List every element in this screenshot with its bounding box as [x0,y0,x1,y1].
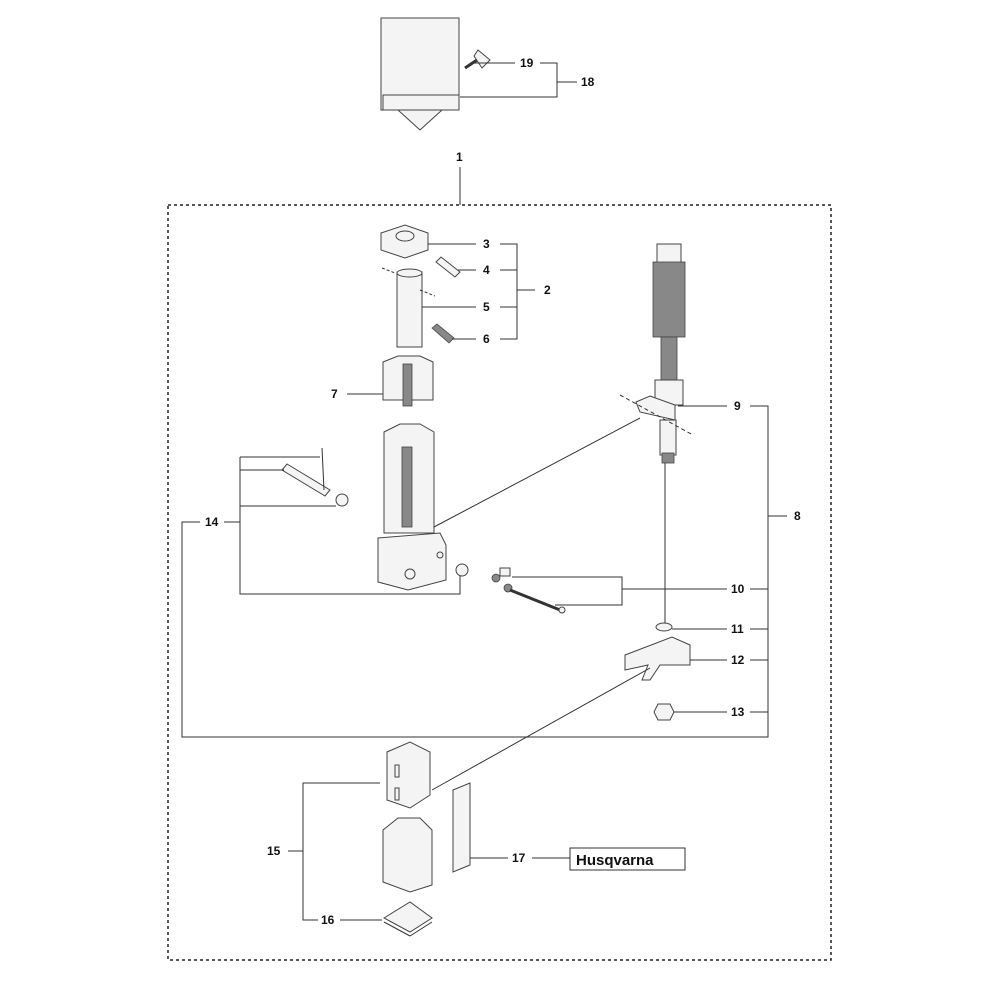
part-7-nut-block [382,355,434,407]
leader-lines [181,62,787,921]
part-18-cover [380,17,460,131]
assembly-boundary [167,204,832,961]
part-15-foot-tube [382,741,433,893]
part-6-set-screw [431,323,455,344]
part-19-thumb-screw [464,49,491,70]
column-tube [377,423,447,591]
part-10-bolt-set [491,567,566,614]
callout-19: 19 [520,56,534,70]
part-12-fork [624,636,691,681]
decal-text: Husqvarna [576,852,654,869]
callout-3: 3 [483,237,490,251]
part-5-sleeve [381,267,436,348]
callout-1: 1 [456,150,463,164]
callout-7: 7 [331,387,338,401]
callout-14: 14 [205,515,219,529]
part-11-washer [655,622,673,632]
callout-labels: 19 18 1 3 4 2 5 6 7 9 8 14 10 11 12 13 1… [205,56,801,927]
callout-6: 6 [483,332,490,346]
callout-16: 16 [321,913,335,927]
part-4-pin [435,256,461,278]
callout-17: 17 [512,851,526,865]
callout-8: 8 [794,509,801,523]
callout-5: 5 [483,300,490,314]
callout-4: 4 [483,263,490,277]
part-16-end-cap [382,901,433,937]
part-13-nut [653,703,675,721]
callout-2: 2 [544,283,551,297]
callout-15: 15 [267,844,281,858]
callout-12: 12 [731,653,745,667]
callout-18: 18 [581,75,595,89]
callout-11: 11 [731,622,744,636]
callout-9: 9 [734,399,741,413]
part-9-lead-screw [619,243,694,464]
callout-13: 13 [731,705,745,719]
part-17-decal [452,782,471,873]
husqvarna-decal-logo: Husqvarna [569,847,686,871]
part-14-pin-kit [281,447,469,577]
part-3-clamp-block [380,224,429,259]
callout-10: 10 [731,582,745,596]
